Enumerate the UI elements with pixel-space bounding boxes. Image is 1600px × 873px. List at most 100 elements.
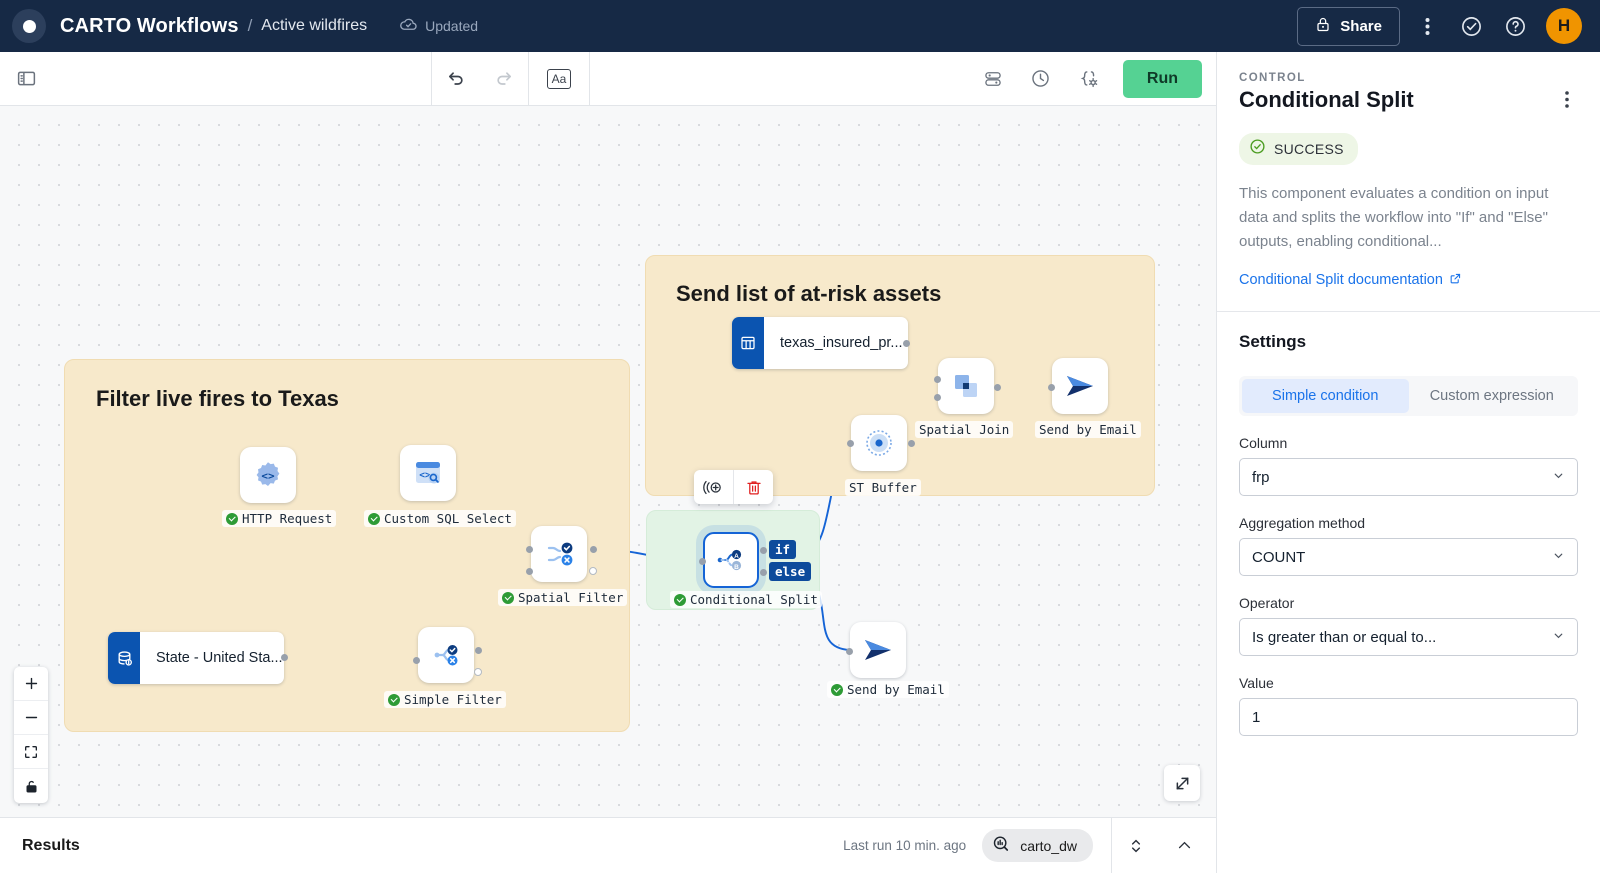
table-icon bbox=[732, 317, 764, 369]
more-options-button[interactable] bbox=[1410, 9, 1444, 43]
layers-button[interactable] bbox=[969, 52, 1017, 105]
port-out[interactable] bbox=[994, 384, 1001, 391]
panel-title-row: Conditional Split bbox=[1239, 87, 1578, 113]
status-success-icon bbox=[502, 591, 514, 604]
node-spatial-filter[interactable] bbox=[531, 526, 587, 582]
port-out[interactable] bbox=[903, 340, 910, 347]
port-out[interactable] bbox=[908, 440, 915, 447]
fit-to-screen-button[interactable] bbox=[14, 735, 48, 769]
toolbar-divider-2 bbox=[527, 52, 529, 105]
svg-text:<>: <> bbox=[261, 470, 275, 483]
toolbar-gap-left bbox=[52, 52, 431, 105]
connection-name: carto_dw bbox=[1020, 837, 1077, 854]
node-label-st-buffer: ST Buffer bbox=[845, 479, 921, 496]
zoom-in-button[interactable] bbox=[14, 667, 48, 701]
status-badge: SUCCESS bbox=[1239, 133, 1358, 165]
add-annotation-button[interactable] bbox=[694, 470, 733, 504]
value-input[interactable]: 1 bbox=[1239, 698, 1578, 737]
zoom-out-button[interactable] bbox=[14, 701, 48, 735]
node-http-request[interactable]: <> bbox=[240, 447, 296, 503]
documentation-link[interactable]: Conditional Split documentation bbox=[1239, 272, 1462, 289]
expand-canvas-button[interactable] bbox=[1164, 765, 1200, 801]
port-in[interactable] bbox=[699, 558, 706, 565]
panel-description: This component evaluates a condition on … bbox=[1239, 185, 1549, 250]
port-in[interactable] bbox=[1048, 384, 1055, 391]
source-texas-insured[interactable]: texas_insured_pr... bbox=[732, 317, 908, 369]
workflow-canvas[interactable]: Filter live fires to Texas Send list of … bbox=[0, 106, 1216, 817]
port-out-if[interactable] bbox=[760, 547, 767, 554]
tab-simple-condition[interactable]: Simple condition bbox=[1242, 379, 1409, 414]
port-in[interactable] bbox=[526, 568, 533, 575]
lock-canvas-button[interactable] bbox=[14, 769, 48, 803]
label-aggregation-method: Aggregation method bbox=[1239, 515, 1366, 532]
aggregation-method-value: COUNT bbox=[1252, 548, 1306, 566]
port-out-else[interactable] bbox=[760, 569, 767, 576]
status-success-icon bbox=[831, 683, 843, 696]
add-text-button[interactable]: Aa bbox=[529, 52, 589, 105]
updated-status: Updated bbox=[399, 15, 478, 37]
redo-button[interactable] bbox=[480, 52, 528, 105]
help-button[interactable] bbox=[1498, 9, 1532, 43]
node-label-send-by-email-top: Send by Email bbox=[1035, 421, 1141, 438]
sql-settings-button[interactable] bbox=[1065, 52, 1113, 105]
panel-more-options-button[interactable] bbox=[1556, 87, 1578, 108]
port-out[interactable] bbox=[475, 647, 482, 654]
port-in[interactable] bbox=[526, 546, 533, 553]
port-in[interactable] bbox=[934, 394, 941, 401]
node-st-buffer[interactable] bbox=[851, 415, 907, 471]
canvas-toolbar: Aa bbox=[0, 52, 1216, 106]
node-simple-filter[interactable] bbox=[418, 627, 474, 683]
column-select[interactable]: frp bbox=[1239, 458, 1578, 497]
run-button[interactable]: Run bbox=[1122, 59, 1203, 98]
zoom-controls bbox=[14, 667, 48, 803]
source-state-united-states[interactable]: State - United Sta... bbox=[108, 632, 284, 684]
port-out-unused[interactable] bbox=[474, 668, 482, 676]
node-custom-sql-select[interactable]: <> bbox=[400, 445, 456, 501]
port-in[interactable] bbox=[847, 440, 854, 447]
carto-logo[interactable] bbox=[12, 9, 46, 43]
port-out[interactable] bbox=[590, 546, 597, 553]
toolbar-divider-3 bbox=[588, 52, 590, 105]
delete-node-button[interactable] bbox=[734, 470, 773, 504]
node-label-custom-sql-select: Custom SQL Select bbox=[364, 510, 516, 527]
workflow-name[interactable]: Active wildfires bbox=[261, 17, 368, 34]
user-avatar[interactable]: H bbox=[1546, 8, 1582, 44]
collapse-results-button[interactable] bbox=[1160, 818, 1208, 873]
conditional-split-icon: A B bbox=[717, 549, 742, 571]
port-out-unused[interactable] bbox=[589, 567, 597, 575]
tab-custom-expression[interactable]: Custom expression bbox=[1429, 388, 1554, 405]
port-in[interactable] bbox=[846, 648, 853, 655]
node-label-http-request: HTTP Request bbox=[222, 510, 337, 527]
node-send-by-email-top[interactable] bbox=[1052, 358, 1108, 414]
aggregation-method-select[interactable]: COUNT bbox=[1239, 538, 1578, 577]
svg-text:A: A bbox=[734, 553, 739, 560]
port-out[interactable] bbox=[281, 654, 288, 661]
badge-else[interactable]: else bbox=[769, 562, 812, 581]
external-link-icon bbox=[1449, 272, 1462, 289]
app-title: CARTO Workflows bbox=[60, 14, 239, 37]
data-warehouse-icon bbox=[991, 834, 1011, 857]
panel-divider bbox=[1217, 311, 1600, 313]
node-label-send-by-email-bottom: Send by Email bbox=[827, 681, 949, 698]
share-button[interactable]: Share bbox=[1297, 6, 1400, 46]
undo-button[interactable] bbox=[432, 52, 480, 105]
connection-chip[interactable]: carto_dw bbox=[982, 829, 1093, 862]
node-spatial-join[interactable] bbox=[938, 358, 994, 414]
results-divider bbox=[1111, 817, 1112, 873]
label-value: Value bbox=[1239, 675, 1274, 692]
port-in[interactable] bbox=[413, 657, 420, 664]
st-buffer-icon bbox=[866, 430, 892, 456]
badge-if[interactable]: if bbox=[769, 540, 797, 559]
spatial-filter-icon bbox=[547, 542, 573, 566]
port-in[interactable] bbox=[934, 376, 941, 383]
node-conditional-split[interactable]: A B bbox=[703, 532, 759, 588]
operator-select[interactable]: Is greater than or equal to... bbox=[1239, 618, 1578, 657]
status-check-button[interactable] bbox=[1454, 9, 1488, 43]
resize-panel-button[interactable] bbox=[1112, 818, 1160, 873]
history-clock-button[interactable] bbox=[1017, 52, 1065, 105]
check-circle-icon bbox=[1249, 138, 1266, 160]
svg-text:<>: <> bbox=[419, 470, 431, 481]
node-send-by-email-bottom[interactable] bbox=[850, 622, 906, 678]
toggle-sidebar-button[interactable] bbox=[0, 52, 52, 105]
svg-text:B: B bbox=[734, 564, 739, 571]
